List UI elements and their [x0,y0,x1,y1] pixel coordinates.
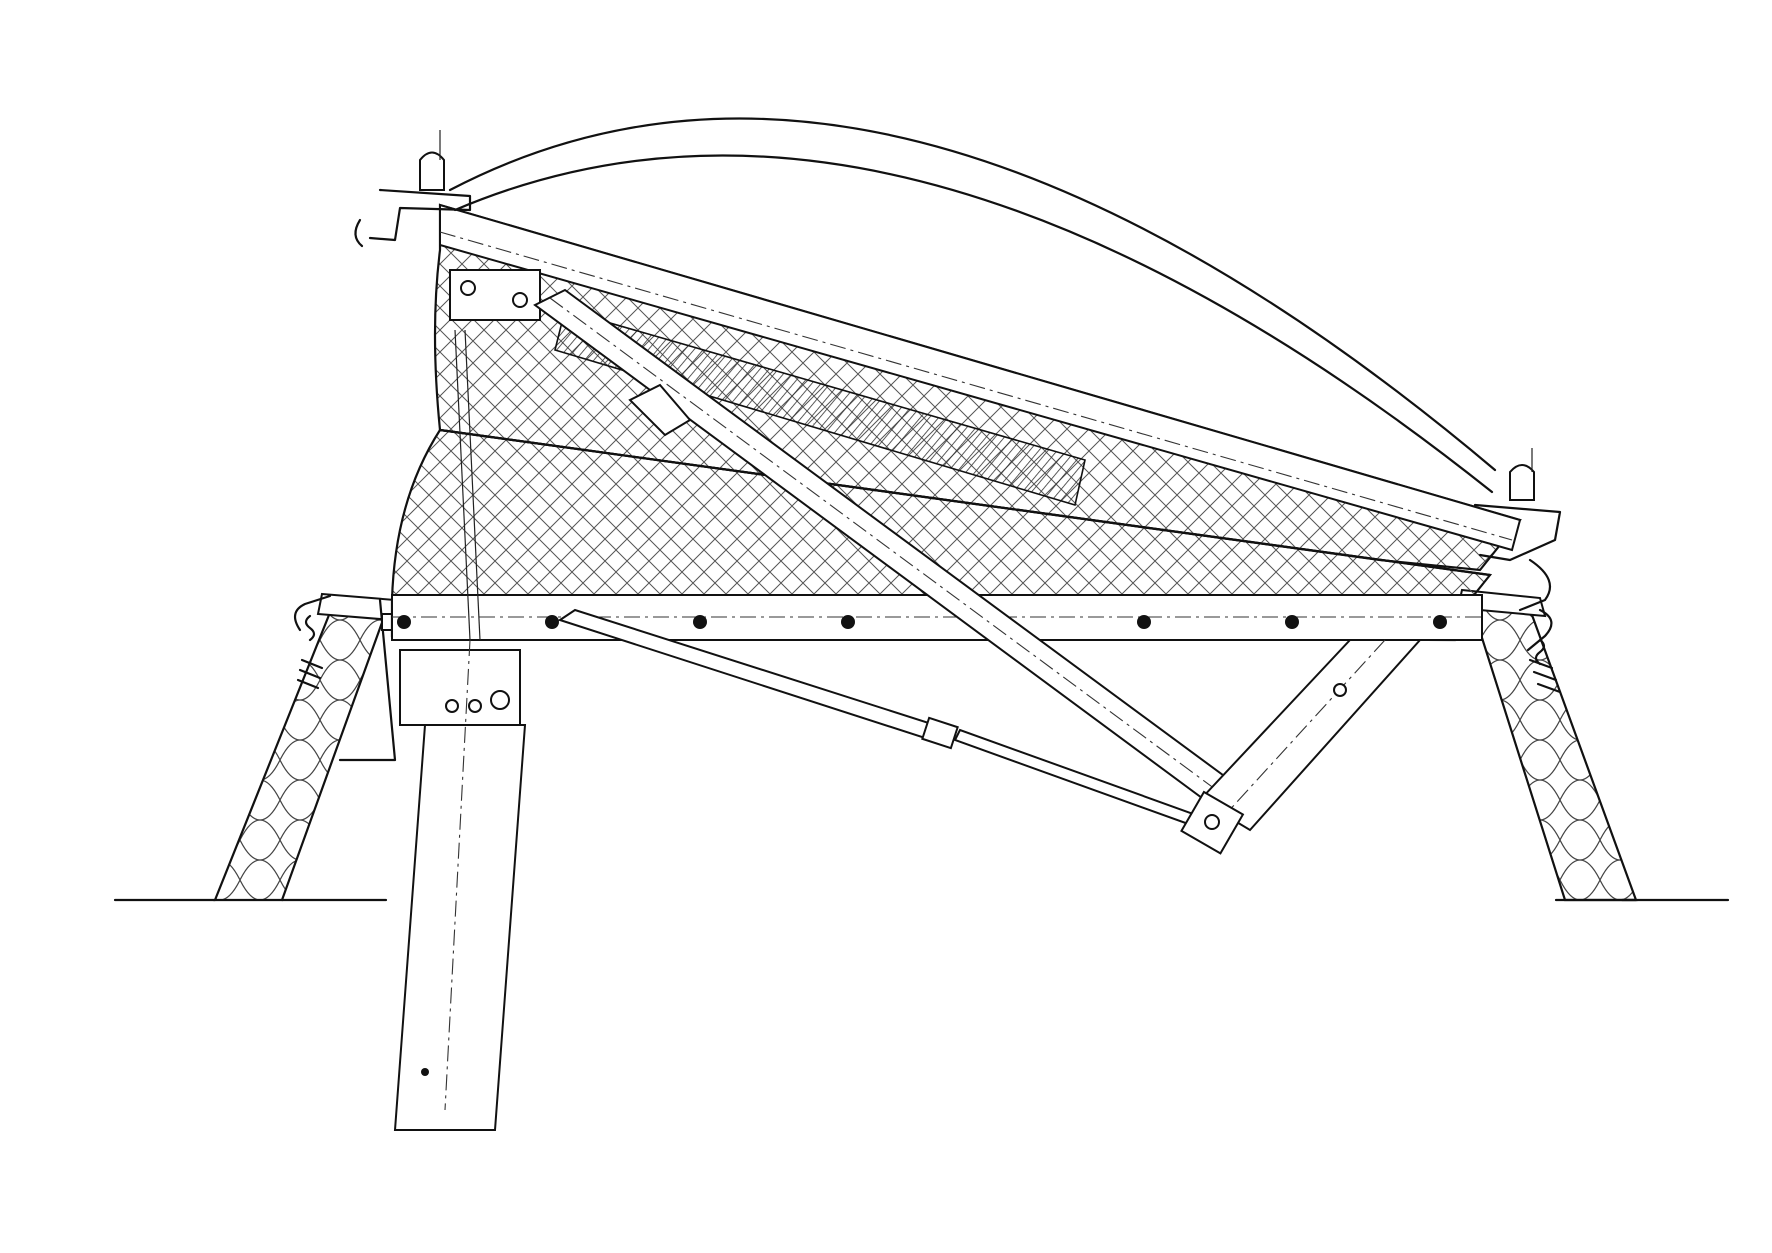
strut [533,288,1423,832]
dome-clamp-right [1473,448,1562,612]
actuator [557,608,1245,855]
dome [448,117,1497,494]
sash [433,203,1522,572]
upstand-left [213,592,399,902]
dome-clamp-left [354,130,472,248]
counterweight-arm [393,329,527,1131]
